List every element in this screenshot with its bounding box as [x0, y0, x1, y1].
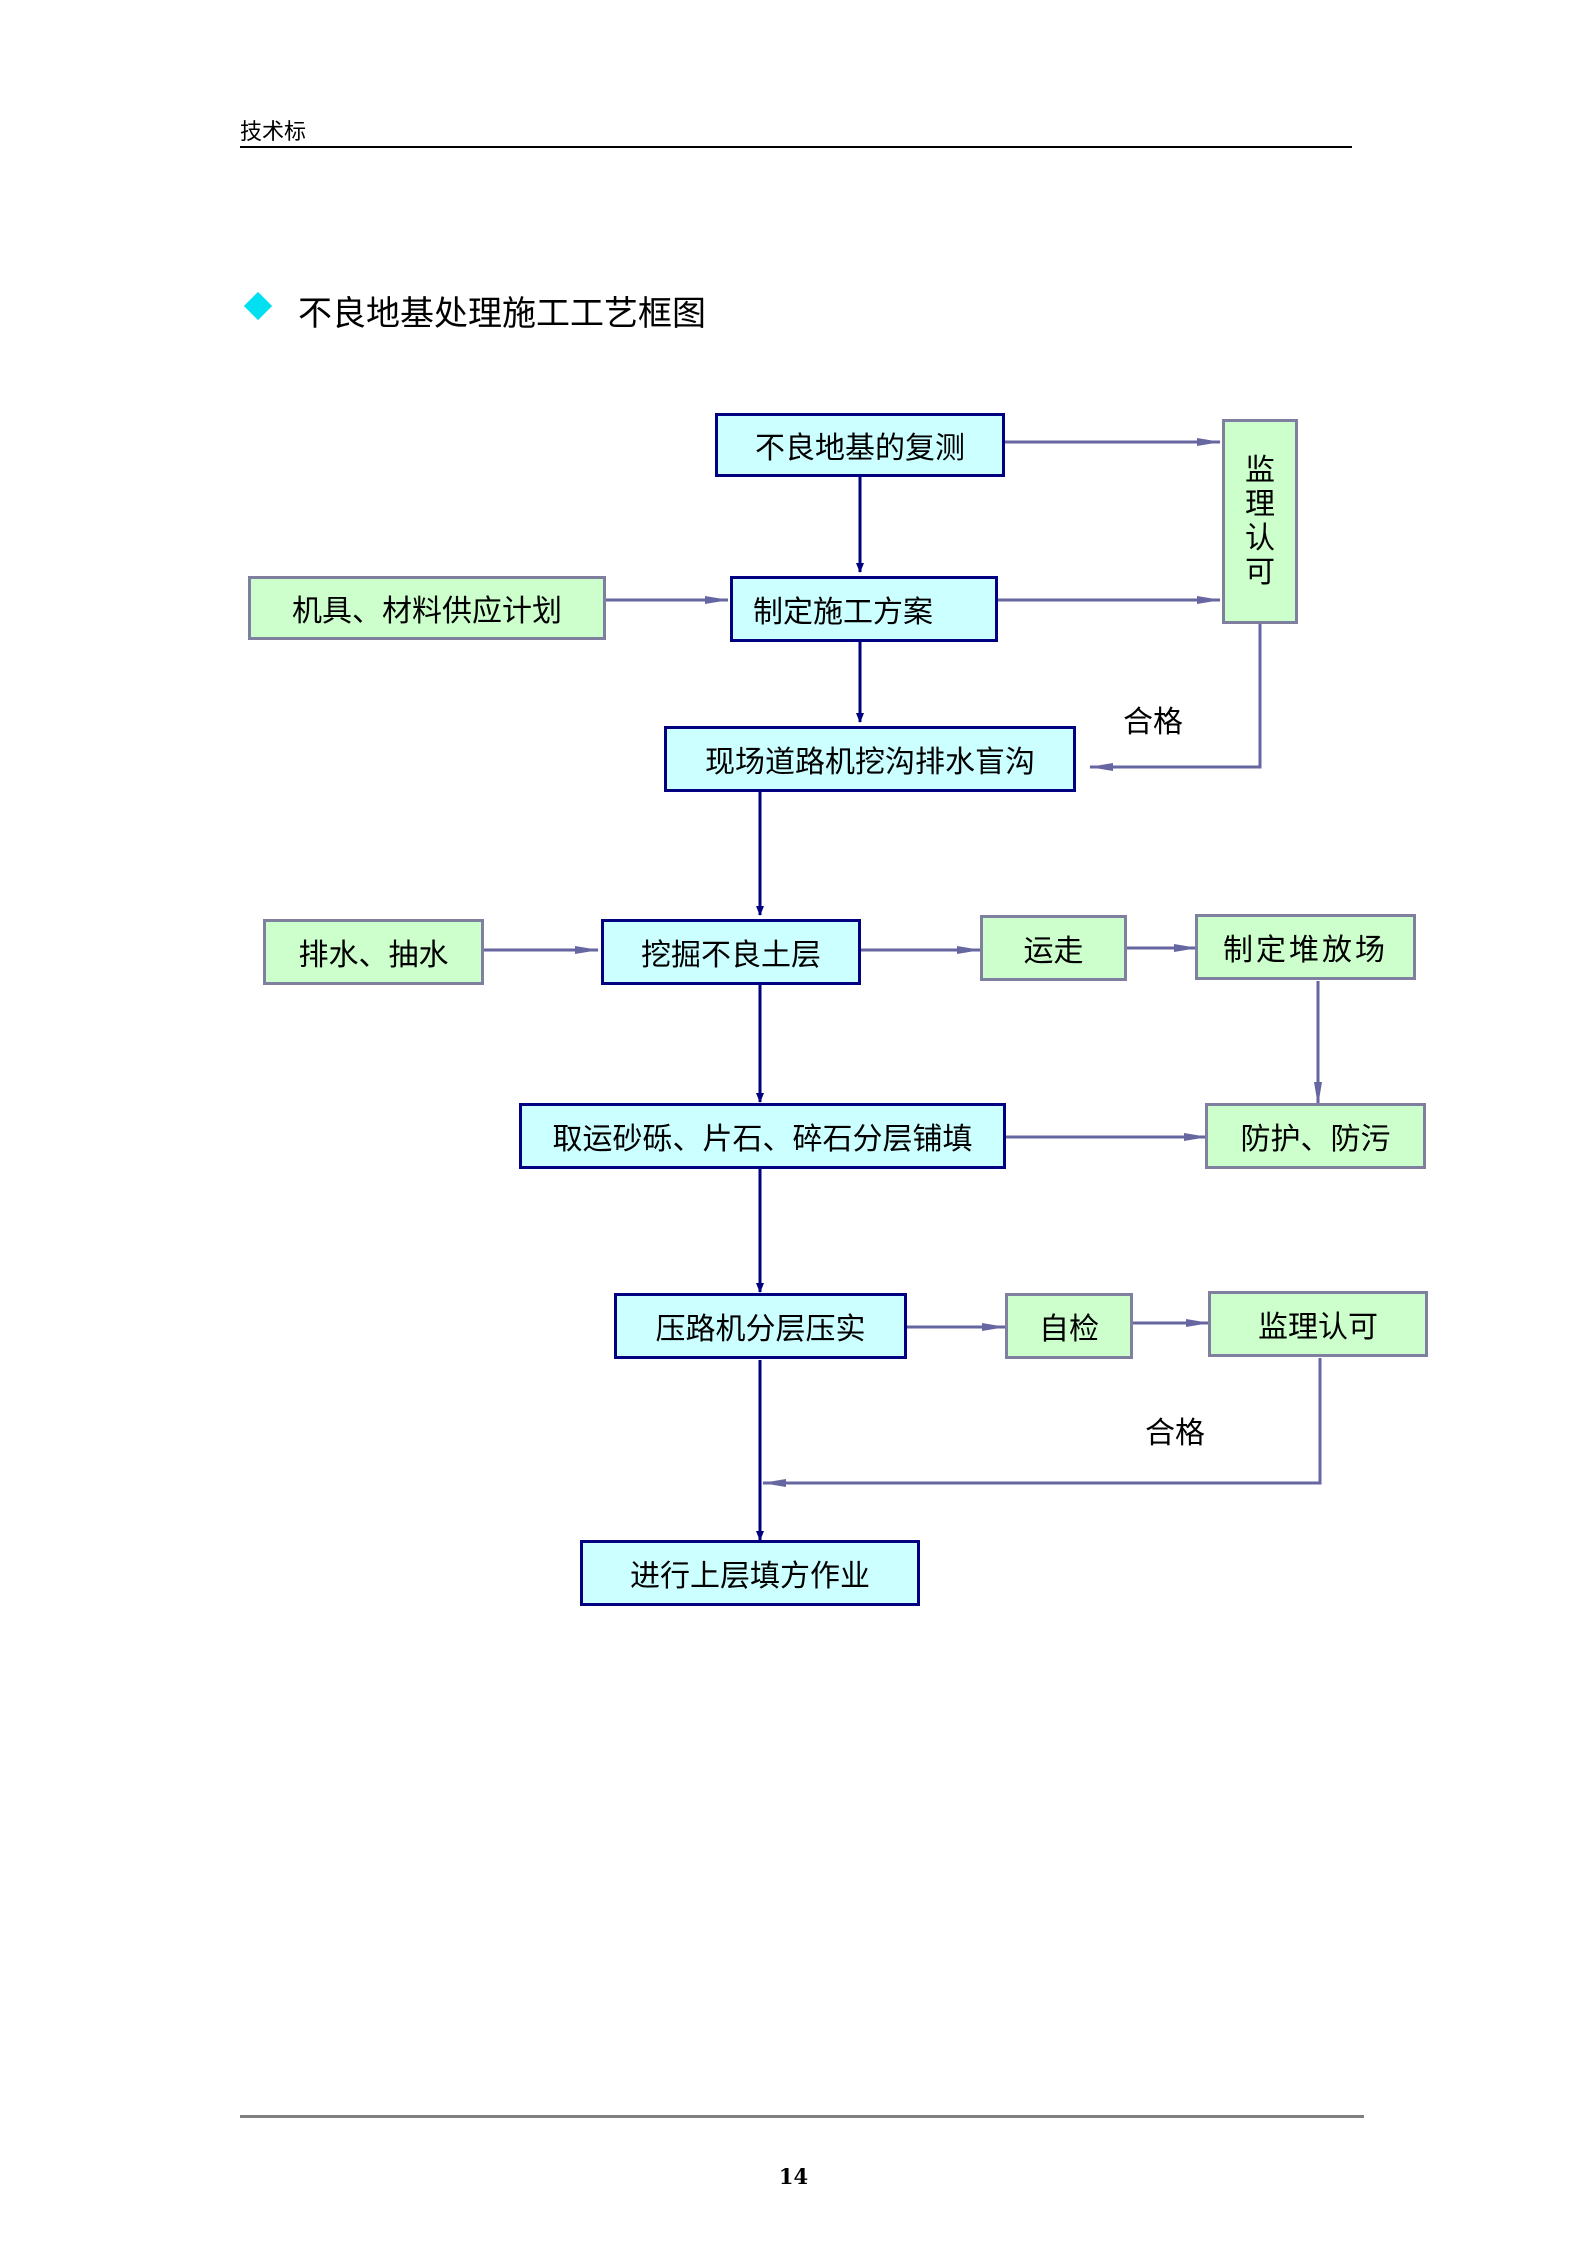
pass-label-2: 合格	[1145, 1416, 1205, 1451]
supervisor-char-3: 认	[1245, 520, 1275, 556]
box-construction-plan: 制定施工方案	[730, 576, 998, 642]
box-next-layer: 进行上层填方作业	[580, 1540, 920, 1606]
supervisor-char-1: 监	[1245, 452, 1275, 488]
supervisor-char-4: 可	[1245, 554, 1275, 590]
box-drain-pump: 排水、抽水	[263, 919, 484, 985]
box-compact: 压路机分层压实	[614, 1293, 907, 1359]
header-rule	[240, 146, 1352, 148]
box-recheck: 不良地基的复测	[715, 413, 1005, 477]
box-excavate: 挖掘不良土层	[601, 919, 861, 985]
box-supervisor-approval-vertical: 监 理 认 可	[1222, 419, 1298, 624]
box-fill: 取运砂砾、片石、碎石分层铺填	[519, 1103, 1006, 1169]
arrow-approve-to-next	[762, 1358, 1322, 1487]
footer-rule	[240, 2115, 1364, 2118]
arrow-supervisor-to-ditch	[1089, 622, 1262, 771]
box-supervisor-approve: 监理认可	[1208, 1291, 1428, 1357]
box-drainage-ditch: 现场道路机挖沟排水盲沟	[664, 726, 1076, 792]
page-number: 14	[778, 2164, 809, 2189]
box-equipment-plan: 机具、材料供应计划	[248, 576, 606, 640]
box-self-check: 自检	[1005, 1293, 1133, 1359]
box-haul: 运走	[980, 915, 1127, 981]
box-stockpile: 制定堆放场	[1195, 914, 1416, 980]
header-title: 技术标	[240, 120, 307, 145]
pass-label-1: 合格	[1123, 705, 1183, 740]
supervisor-char-2: 理	[1245, 486, 1275, 522]
section-title: 不良地基处理施工工艺框图	[298, 294, 706, 334]
box-protect: 防护、防污	[1205, 1103, 1426, 1169]
